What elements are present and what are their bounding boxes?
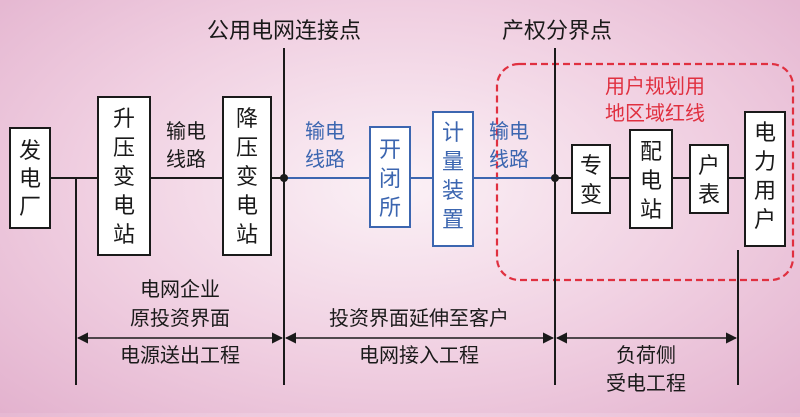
power-plant-char: 电 xyxy=(19,167,41,192)
metering-device-box xyxy=(432,111,474,247)
transmission-line-label-1: 输电 xyxy=(166,119,206,143)
power-user-char: 力 xyxy=(754,150,776,175)
user-meter-char: 表 xyxy=(698,183,720,208)
load-side-label: 受电工程 xyxy=(606,371,686,395)
transmission-line-label-1: 线路 xyxy=(166,147,206,171)
transmission-line-label-3: 线路 xyxy=(489,147,529,171)
step-up-char: 升 xyxy=(113,107,135,132)
power-user-char: 电 xyxy=(754,121,776,146)
user-meter-box xyxy=(689,144,729,214)
transmission-line-label-2: 输电 xyxy=(305,119,345,143)
step-down-substation-box xyxy=(222,96,272,256)
user-meter-char: 户 xyxy=(698,154,720,179)
public-grid-junction-dot xyxy=(280,174,288,182)
step-down-char: 变 xyxy=(236,165,258,190)
planning-zone-label: 用户规划用 xyxy=(605,74,705,98)
public-grid-connection-point-label: 公用电网连接点 xyxy=(207,19,361,44)
step-up-char: 电 xyxy=(113,194,135,219)
power-user-char: 用 xyxy=(754,179,776,204)
switching-char: 所 xyxy=(379,196,401,221)
power-plant-char: 厂 xyxy=(19,195,41,220)
extension-label: 电网接入工程 xyxy=(359,343,479,367)
distribution-char: 站 xyxy=(640,198,662,223)
planning-zone-boundary xyxy=(495,62,795,282)
step-down-char: 站 xyxy=(236,223,258,248)
switching-station-box xyxy=(369,126,411,228)
distribution-char: 电 xyxy=(640,169,662,194)
extension-label: 投资界面延伸至客户 xyxy=(329,306,509,330)
step-up-char: 站 xyxy=(113,223,135,248)
distribution-char: 配 xyxy=(640,140,662,165)
property-boundary-junction-dot xyxy=(551,174,559,182)
step-up-char: 压 xyxy=(113,136,135,161)
power-user-char: 户 xyxy=(754,208,776,233)
step-up-char: 变 xyxy=(113,165,135,190)
transmission-line-label-2: 线路 xyxy=(305,147,345,171)
step-down-char: 降 xyxy=(236,107,258,132)
power-user-box xyxy=(744,111,786,247)
metering-char: 计 xyxy=(442,121,464,146)
power-plant-box xyxy=(9,127,51,229)
dedicated-transformer-char: 专 xyxy=(580,154,602,179)
metering-char: 量 xyxy=(442,150,464,175)
step-down-char: 压 xyxy=(236,136,258,161)
transmission-line-label-3: 输电 xyxy=(489,119,529,143)
metering-char: 装 xyxy=(442,179,464,204)
grid-enterprise-label: 电网企业 xyxy=(140,277,220,301)
load-side-label: 负荷侧 xyxy=(616,343,676,367)
dedicated-transformer-box xyxy=(571,144,611,214)
dedicated-transformer-char: 变 xyxy=(580,183,602,208)
distribution-station-box xyxy=(629,129,673,229)
step-down-char: 电 xyxy=(236,194,258,219)
switching-char: 开 xyxy=(379,138,401,163)
property-boundary-point-label: 产权分界点 xyxy=(502,19,612,44)
grid-enterprise-label: 电源送出工程 xyxy=(120,343,240,367)
grid-enterprise-label: 原投资界面 xyxy=(130,306,230,330)
step-up-substation-box xyxy=(97,96,151,256)
power-plant-char: 发 xyxy=(19,139,41,164)
planning-zone-label: 地区域红线 xyxy=(605,101,705,125)
metering-char: 置 xyxy=(442,208,464,233)
switching-char: 闭 xyxy=(379,167,401,192)
